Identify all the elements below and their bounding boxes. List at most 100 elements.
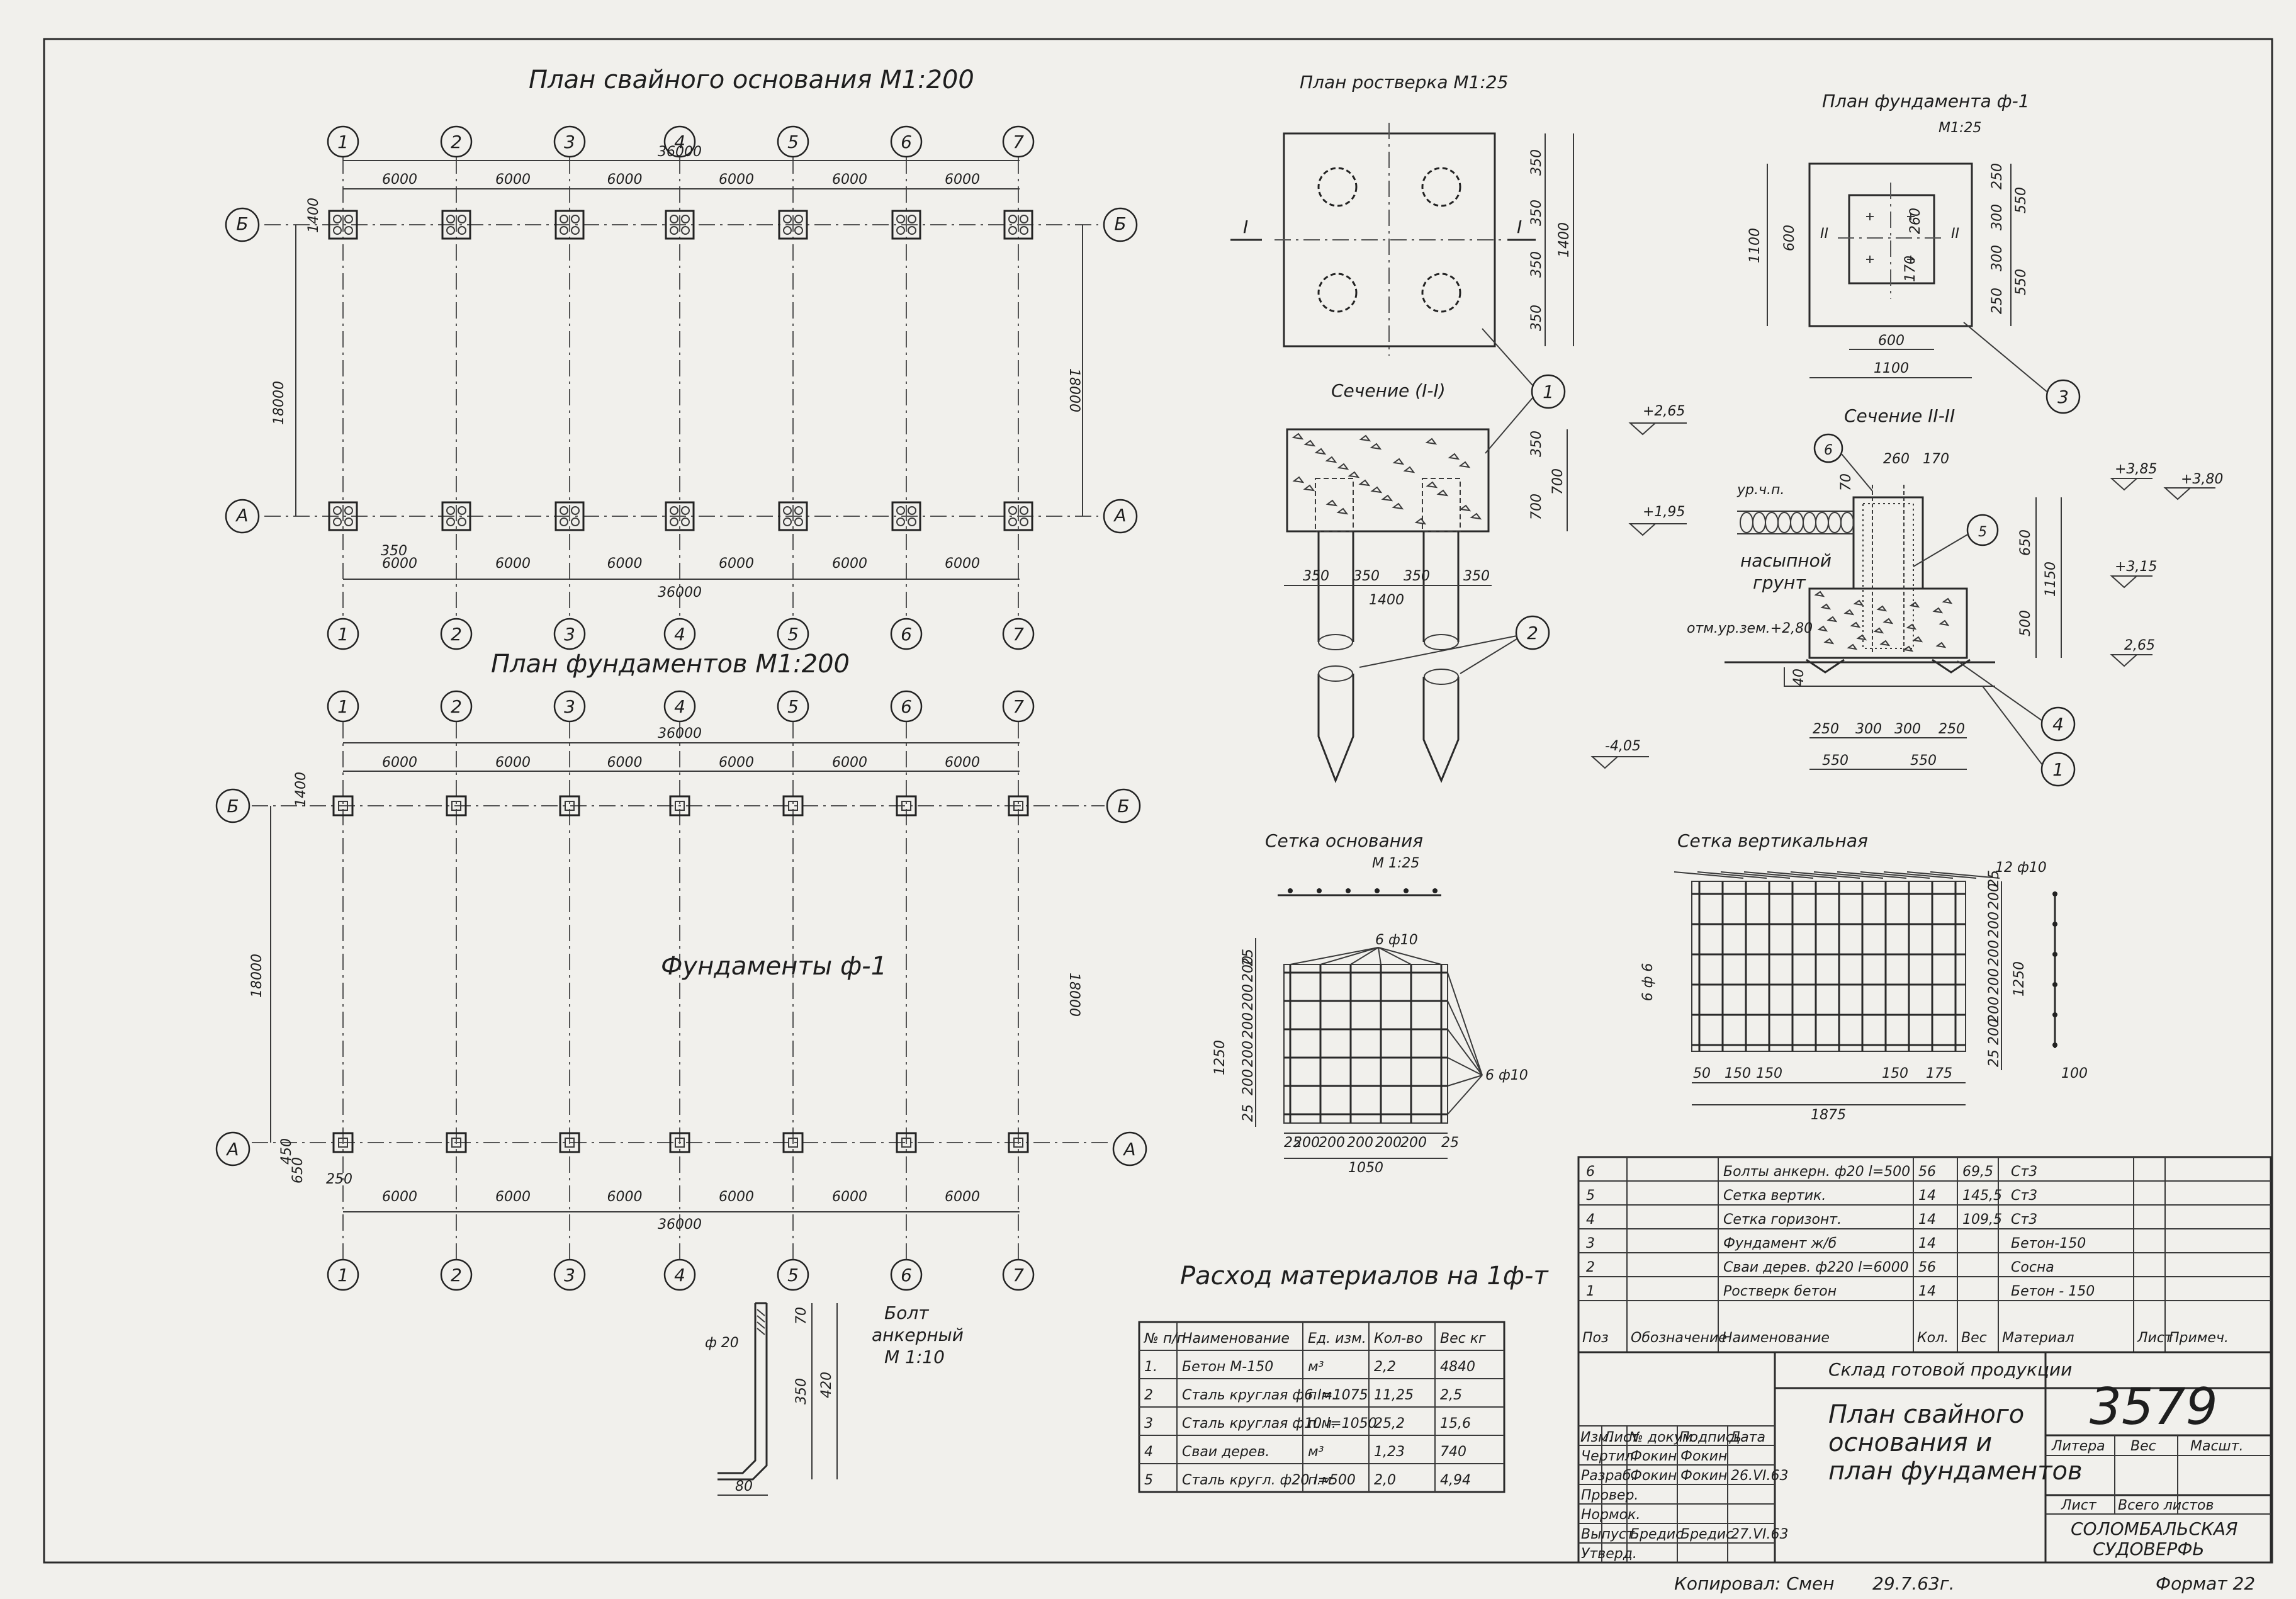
section-2-dim-40: 40 [1791,669,1807,686]
section-2-level-2: +3,80 [2181,472,2223,487]
section-2-label-zem: отм.ур.зем.+2,80 [1687,621,1813,636]
materials-cell: п.м. [1308,1416,1336,1432]
mesh-base-dim-left: 25 [1241,1104,1256,1122]
pile-plan-row-b-right: Б [1114,213,1126,234]
pile-plan-dim-height-right: 18000 [1066,368,1082,412]
materials-cell: 2 [1144,1387,1153,1403]
materials-cell: 25,2 [1374,1416,1405,1432]
pile-mark [1008,215,1017,223]
pile-plan-span-dim-bottom: 6000 [945,556,980,572]
pile-plan-axis-label-top: 4 [674,132,685,152]
materials-header: Ед. изм. [1308,1331,1366,1347]
concrete-aggregate [1935,641,1947,648]
section-1-title: Сечение (I-I) [1331,380,1446,401]
foundation-plan-row-a-bubble-right [1112,1131,1147,1167]
section-2-level-mark-3 [2110,575,2152,589]
pile-plan-span-dim: 6000 [719,172,754,188]
concrete-aggregate [1458,461,1471,468]
soil-pebble [1752,512,1766,533]
concrete-aggregate [1336,507,1349,515]
foundation-plan-row-a-bubble [215,1131,250,1167]
mesh-base-leader-top [1290,947,1379,965]
materials-table: Расход материалов на 1ф-т № п/пНаименова… [1138,1262,1549,1493]
materials-cell: Сталь круглая ф10 l=1050 [1182,1416,1377,1432]
materials-header: Кол-во [1374,1331,1423,1347]
pile-plan-span-dim: 6000 [945,172,980,188]
mesh-base-dim-left: 200 [1241,1012,1256,1039]
mesh-base-leader-top [1320,947,1379,965]
mesh-base-title: Сетка основания [1265,830,1423,851]
section-2-callout-1-leader [1982,686,2043,766]
foundation-plan-row-b: Б [227,796,239,816]
footing-column [675,1138,685,1148]
pile-mark [1020,226,1028,235]
pile-plan-axis-bubble-bottom [327,618,359,650]
foundation-plan-span-dim-bottom: 6000 [382,1189,417,1205]
foundation-plan-axis-bubble-bottom [553,1258,586,1291]
pile-mark [446,506,455,515]
mesh-vert-height: 1250 [2012,961,2027,997]
foundation-plan-row-b-bubble-right [1106,788,1141,823]
footing [1008,1132,1029,1153]
concrete-aggregate [1817,625,1828,632]
foundation-plan-axis-label-bottom: 4 [674,1265,685,1285]
pile-mark [560,506,568,515]
foundation-f1-dim-1100-bottom: 1100 [1874,361,1909,376]
section-1-pile-head-2 [1422,478,1461,532]
spec-cell: 1 [1586,1284,1595,1299]
mesh-base-height: 1250 [1212,1040,1228,1075]
concrete-aggregate [1814,590,1825,597]
foundation-plan-span-dim-bottom: 6000 [607,1189,643,1205]
section-1-pile-2 [1422,531,1460,642]
pile-mark [908,226,916,235]
foundation-f1-dim-1100: 1100 [1747,228,1763,263]
pile-mark [783,215,792,223]
pile-plan-axis-label-bottom: 1 [337,624,349,645]
tb-list: Лист [2061,1498,2097,1513]
materials-cell: 4 [1144,1444,1153,1460]
pile-plan-axis-label-bottom: 2 [451,624,462,645]
spec-cell: Сваи дерев. ф220 l=6000 [1723,1260,1909,1275]
mesh-vert-hatch [1813,871,1884,879]
spec-cell: Болты анкерн. ф20 l=500 [1723,1164,1910,1180]
pile-plan-dim-overall: 36000 [658,144,702,160]
spec-cell: 69,5 [1962,1164,1993,1180]
mesh-base-leader-right [1447,1000,1483,1076]
tb-sign: Фокин [1680,1449,1727,1464]
pile-mark [344,226,353,235]
pile-plan-dim-small: 1400 [306,198,322,233]
pile-plan-axis-label-bottom: 4 [674,624,685,645]
mesh-vert-dim-right: 200 [1986,940,2002,966]
soil-pebble [1740,512,1753,533]
foundation-plan-dim-bottom: 36000 [658,1217,702,1233]
foundation-leader [906,969,969,1143]
concrete-aggregate [1906,623,1917,630]
pile-mark [344,506,353,515]
foundation-plan-axis-label-bottom: 3 [564,1265,575,1285]
concrete-aggregate [1448,453,1460,460]
tb-ves: Вес [2130,1438,2156,1454]
foundation-plan-axis-bubble-top [327,690,359,723]
section-1-dim-1: 350 [1303,568,1329,584]
pile-mark [908,215,916,223]
mesh-vert-dim-bottom: 150 [1756,1066,1782,1082]
pile-plan-dim-height: 18000 [271,381,287,425]
materials-cell: п.м. [1308,1387,1336,1403]
foundation-plan-span-dim: 6000 [495,755,531,771]
section-2-bolts [1872,485,1905,655]
pile-mark [1008,506,1017,515]
tb-date: 27.VI.63 [1731,1527,1789,1542]
anchor-bolt-title-2: анкерный [872,1325,964,1345]
section-2-callout-4-leader [1957,660,2043,721]
grillage-dim-4: 350 [1529,305,1545,331]
pile-plan-row-b-bubble-right [1103,207,1138,242]
spec-cell: Бетон-150 [2011,1236,2086,1252]
foundation-f1-section-mark-right: II [1951,226,1959,242]
foundation-plan-axis-label-top: 6 [901,696,912,717]
materials-cell: п.м. [1308,1472,1336,1488]
footing [669,795,690,816]
footing-column [788,1138,798,1148]
soil-pebble [1828,512,1842,533]
foundation-plan-axis-label-top: 7 [1013,696,1024,717]
